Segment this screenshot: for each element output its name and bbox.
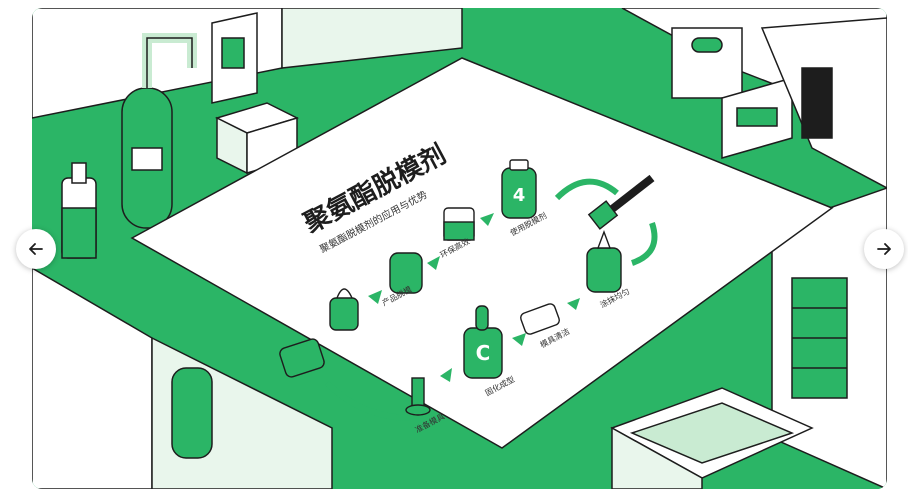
tape-icon bbox=[520, 303, 560, 335]
bucket-icon bbox=[329, 297, 359, 331]
cure-symbol: C bbox=[476, 341, 491, 365]
box-icon bbox=[279, 338, 325, 378]
arrow-right-icon bbox=[877, 243, 891, 255]
arrow-icon bbox=[554, 178, 619, 201]
carousel-next-button[interactable] bbox=[864, 229, 904, 269]
arrow-icon bbox=[324, 380, 413, 421]
arrow-left-icon bbox=[29, 243, 43, 255]
drum-icon bbox=[586, 247, 622, 293]
carousel-slide: 聚氨酯脱模剂 聚氨酯脱模剂的应用与优势 bbox=[32, 8, 887, 489]
arrow-icon bbox=[630, 222, 658, 266]
slide-illustration: 聚氨酯脱模剂 聚氨酯脱模剂的应用与优势 bbox=[32, 8, 887, 489]
instruction-sheet bbox=[130, 57, 834, 449]
brush-icon bbox=[604, 174, 655, 217]
process-flow bbox=[279, 159, 658, 421]
carousel-prev-button[interactable] bbox=[16, 229, 56, 269]
tool-icon bbox=[411, 377, 425, 409]
drum-icon bbox=[389, 252, 423, 294]
step-number: 4 bbox=[513, 185, 526, 206]
